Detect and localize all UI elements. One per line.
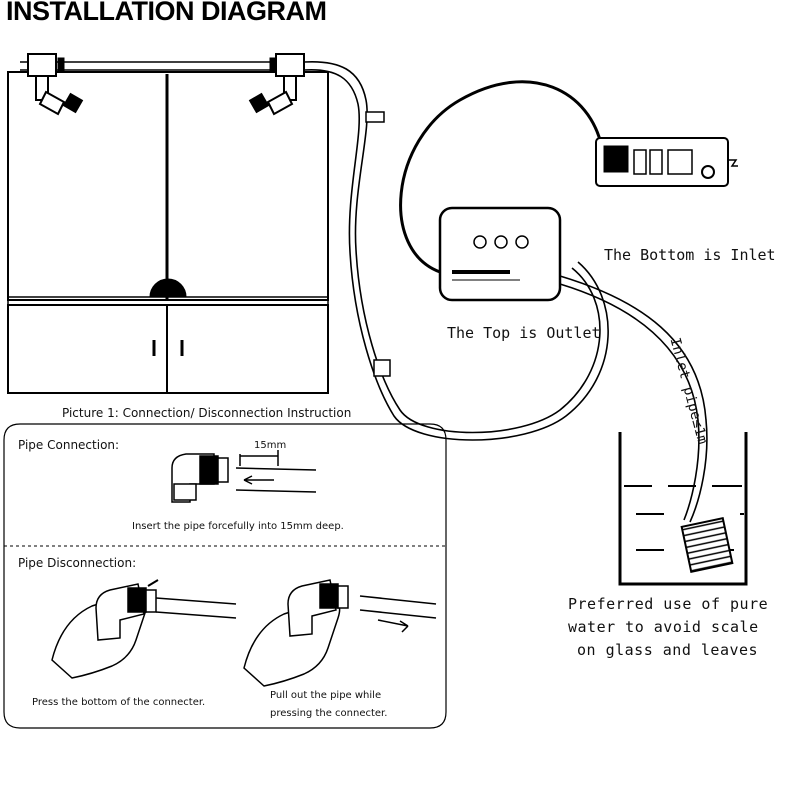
tank-center-arch bbox=[149, 278, 187, 298]
pure-water-note-line-2: water to avoid scale bbox=[568, 618, 759, 636]
left-mist-nozzle bbox=[35, 75, 84, 116]
pump-button-right bbox=[515, 235, 529, 249]
power-cable bbox=[399, 80, 604, 274]
pipe-disconnection-pull-sketch bbox=[243, 579, 437, 687]
instruction-caption: Picture 1: Connection/ Disconnection Ins… bbox=[62, 406, 352, 420]
pipe-connection-sketch bbox=[171, 450, 317, 503]
right-mist-nozzle bbox=[248, 75, 297, 116]
pure-water-note-line-1: Preferred use of pure bbox=[568, 595, 769, 613]
water-reservoir bbox=[618, 432, 748, 586]
inlet-tubing bbox=[559, 275, 708, 523]
disconnection-step-2-line-2: pressing the connecter. bbox=[270, 708, 388, 719]
power-strip bbox=[595, 137, 738, 187]
pipe-disconnection-heading: Pipe Disconnection: bbox=[18, 556, 137, 570]
mist-pump bbox=[438, 206, 562, 302]
outlet-tubing bbox=[303, 60, 609, 441]
pipe-connection-heading: Pipe Connection: bbox=[18, 438, 120, 452]
disconnection-step-1: Press the bottom of the connecter. bbox=[32, 697, 206, 708]
inlet-label: The Bottom is Inlet bbox=[604, 246, 776, 264]
outlet-label: The Top is Outlet bbox=[447, 324, 601, 342]
pump-button-left bbox=[473, 235, 487, 249]
intake-filter bbox=[680, 516, 734, 574]
aquarium-cabinet bbox=[7, 71, 329, 394]
pump-button-power bbox=[494, 235, 508, 249]
insertion-depth-dimension: 15mm bbox=[254, 440, 287, 451]
diagram-title: INSTALLATION DIAGRAM bbox=[6, 0, 327, 26]
pure-water-note-line-3: on glass and leaves bbox=[577, 641, 759, 659]
pipe-disconnection-press-sketch bbox=[51, 579, 237, 679]
disconnection-step-2-line-1: Pull out the pipe while bbox=[270, 690, 382, 701]
instruction-panel bbox=[3, 423, 447, 729]
spray-rail bbox=[20, 53, 305, 116]
pipe-connection-note: Insert the pipe forcefully into 15mm dee… bbox=[132, 521, 344, 532]
